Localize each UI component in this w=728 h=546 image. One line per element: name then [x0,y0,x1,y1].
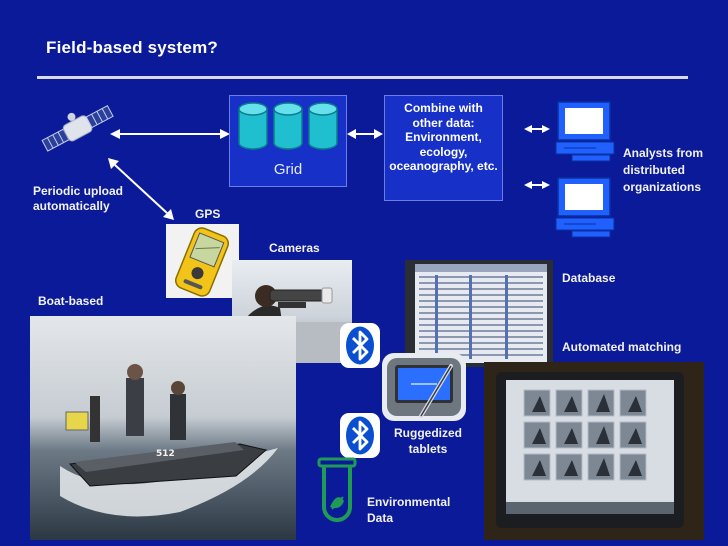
environmental-data-label: Environmental Data [367,495,451,525]
tablet-pen-icon [382,353,466,421]
test-tube-icon [317,457,357,522]
combine-data-label: Combine with other data: Environment, ec… [389,101,498,173]
computer-icon [555,101,615,162]
bluetooth-icon [340,413,380,458]
gps-device-icon [174,227,230,297]
gps-label: GPS [195,207,221,221]
database-cylinder-icon [238,102,338,150]
grid-label: Grid [273,161,303,178]
boat-hull-text: 512 [156,449,175,459]
laptop-graphic [496,372,684,528]
ruggedized-tablets-label: Ruggedized tablets [394,426,462,456]
slide-title: Field-based system? [46,38,218,57]
database-screenshot [405,260,553,367]
computer-icon [555,177,615,238]
cameras-label: Cameras [269,241,320,255]
automated-matching-label: Automated matching [562,340,682,354]
satellite-upload-arrow [108,158,174,220]
boat-graphic: 512 [60,364,278,517]
bluetooth-icon [340,323,380,368]
gps-device-photo [166,224,239,298]
satellite-grid-arrow [110,129,230,139]
database-screen [415,264,547,363]
combine-analyst-arrow-1 [524,125,550,133]
database-label: Database [562,271,616,285]
boat-photo: 512 [30,316,296,540]
boat-based-label: Boat-based [38,294,104,308]
combine-analyst-arrow-2 [524,181,550,189]
title-divider [37,76,688,79]
analysts-label: Analysts from distributed organizations [623,146,704,194]
combine-data-box: Combine with other data: Environment, ec… [384,95,503,201]
laptop-photo [484,362,704,540]
grid-combine-arrow [347,129,383,139]
periodic-upload-label: Periodic upload automatically [33,184,124,213]
grid-box: Grid [229,95,347,187]
satellite-icon [41,105,114,152]
